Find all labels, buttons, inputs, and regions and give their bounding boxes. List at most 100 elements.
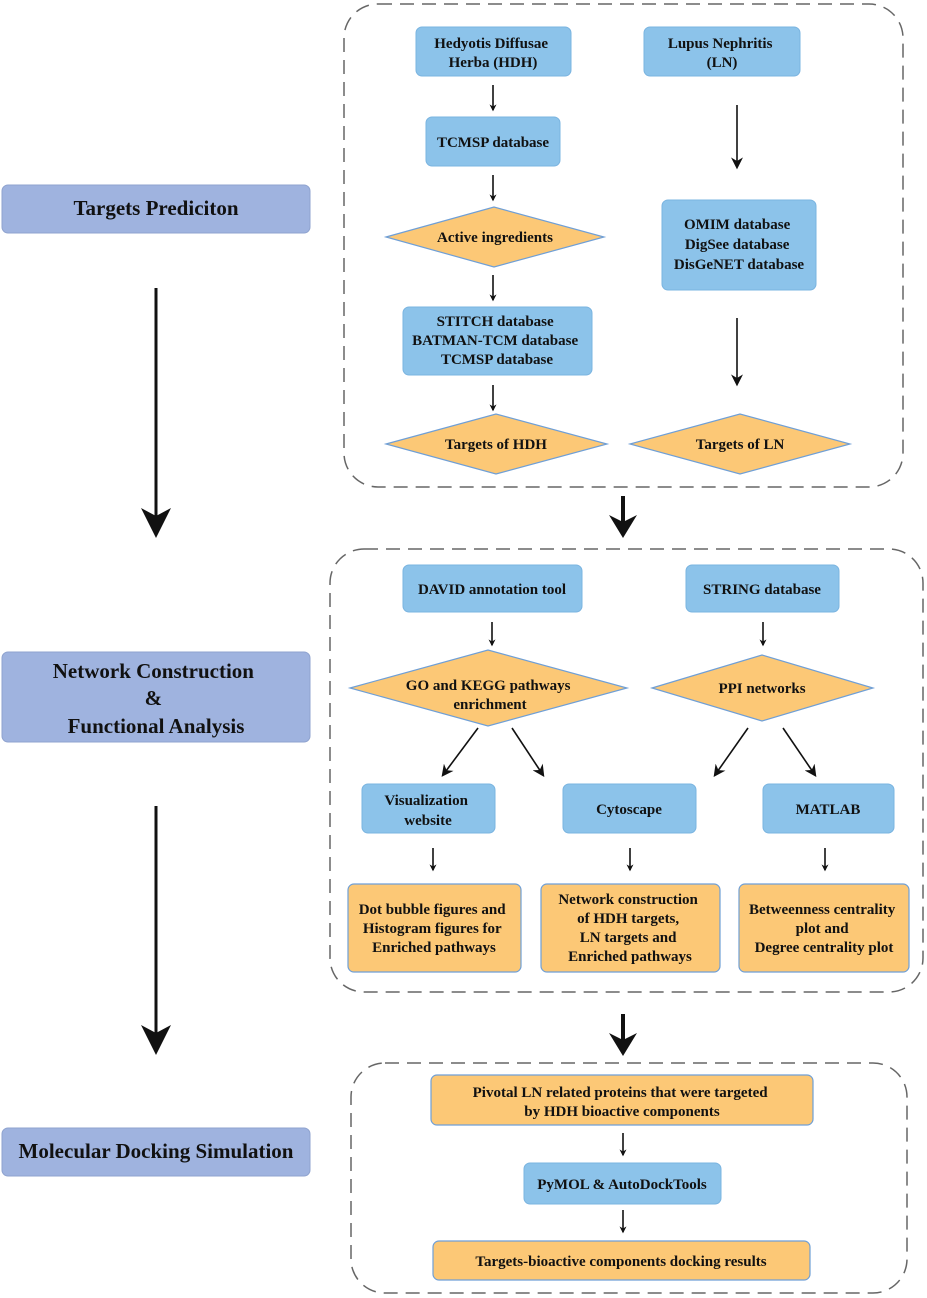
node-text: DisGeNET database	[674, 257, 805, 273]
svg-text:DAVID annotation tool: DAVID annotation tool	[418, 582, 566, 598]
node-box	[347, 883, 522, 973]
stage-box	[1, 651, 311, 743]
node-text: PPI networks	[718, 681, 805, 697]
arrow-go-to-viz	[441, 727, 479, 777]
node-text: BATMAN-TCM database	[412, 333, 578, 349]
node-pivotal: Pivotal LN related proteins that were ta…	[430, 1074, 814, 1126]
node-text: Betweenness centrality	[749, 902, 896, 918]
node-box	[540, 883, 721, 973]
node-text: LN targets and	[580, 930, 677, 946]
node-text: STRING database	[703, 582, 821, 598]
node-text: MATLAB	[796, 802, 861, 818]
node-text: Herba (HDH)	[449, 55, 538, 71]
node-box	[562, 783, 697, 834]
node-text: PyMOL & AutoDockTools	[537, 1177, 707, 1193]
svg-text:Dot bubble figures and H: Dot bubble figures and Histogram figures…	[359, 902, 510, 956]
node-text: Targets-bioactive components docking res…	[475, 1254, 766, 1270]
stage-arrowhead	[141, 1025, 171, 1055]
stage-network-construction: Network Construction & Functional Analys…	[1, 651, 311, 743]
node-diamond	[383, 413, 610, 475]
stage-label: Targets Prediciton	[73, 196, 238, 220]
node-box	[738, 883, 910, 973]
node-text: Active ingredients	[437, 230, 553, 246]
svg-text:OMIM database DigSee dat: OMIM database DigSee database DisGeNET d…	[674, 217, 805, 273]
section-arrowhead	[609, 1033, 637, 1056]
node-string: STRING database	[685, 564, 840, 613]
node-text: STITCH database	[437, 314, 554, 330]
node-visualization: Visualization website	[361, 783, 496, 834]
node-text: Enriched pathways	[372, 940, 496, 956]
node-ppi: PPI networks	[649, 654, 876, 722]
node-text: website	[404, 813, 452, 829]
svg-text:Targets Prediciton: Targets Prediciton	[73, 196, 238, 220]
node-box	[361, 783, 496, 834]
stage-arrowhead	[141, 508, 171, 538]
svg-text:STRING database: STRING database	[703, 582, 821, 598]
node-text: of HDH targets,	[577, 911, 679, 927]
node-box	[425, 116, 561, 167]
node-box	[643, 26, 801, 77]
node-targets-ln: Targets of LN	[627, 413, 853, 475]
stage-label: Network Construction	[53, 659, 255, 683]
node-text: DAVID annotation tool	[418, 582, 566, 598]
arrow-ppi-to-matlab	[782, 727, 817, 777]
node-text: Histogram figures for	[363, 921, 502, 937]
svg-text:TCMSP database: TCMSP database	[437, 135, 549, 151]
node-text: Targets of HDH	[445, 437, 547, 453]
node-text: TCMSP database	[437, 135, 549, 151]
node-box	[430, 1074, 814, 1126]
svg-text:PyMOL & AutoDockTools: PyMOL & AutoDockTools	[537, 1177, 707, 1193]
node-box	[523, 1162, 722, 1205]
node-matlab: MATLAB	[762, 783, 895, 834]
node-tcmsp: TCMSP database	[425, 116, 561, 167]
svg-text:Hedyotis Diffusae Herba: Hedyotis Diffusae Herba (HDH)	[434, 36, 552, 71]
node-text: (LN)	[707, 55, 738, 71]
node-go-kegg: GO and KEGG pathways enrichment	[347, 649, 630, 727]
node-docking-results: Targets-bioactive components docking res…	[432, 1240, 811, 1281]
node-omim: OMIM database DigSee database DisGeNET d…	[661, 199, 817, 291]
stage-box	[1, 1127, 311, 1177]
node-box	[661, 199, 817, 291]
node-diamond	[627, 413, 853, 475]
node-text: enrichment	[453, 697, 526, 713]
node-stitch: STITCH database BATMAN-TCM database TCMS…	[402, 306, 593, 376]
node-cytoscape: Cytoscape	[562, 783, 697, 834]
arrow-ppi-to-cytoscape	[713, 727, 749, 777]
section-network-container	[329, 548, 924, 993]
node-text: plot and	[796, 921, 850, 937]
svg-text:Lupus Nephritis (LN): Lupus Nephritis (LN)	[668, 36, 776, 71]
node-dot-bubble: Dot bubble figures and Histogram figures…	[347, 883, 522, 973]
svg-text:STITCH database BATMAN-T: STITCH database BATMAN-TCM database TCMS…	[412, 314, 582, 368]
node-diamond	[383, 206, 607, 268]
node-ln: Lupus Nephritis (LN)	[643, 26, 801, 77]
node-betweenness: Betweenness centrality plot and Degree c…	[738, 883, 910, 973]
svg-text:Targets of HDH: Targets of HDH	[445, 437, 547, 453]
node-diamond	[649, 654, 876, 722]
node-text: Dot bubble figures and	[359, 902, 507, 918]
svg-text:PPI networks: PPI networks	[718, 681, 805, 697]
arrow-go-to-cytoscape	[511, 727, 545, 778]
node-text: Enriched pathways	[568, 949, 692, 965]
svg-text:Network Construction &: Network Construction & Functional Analys…	[53, 659, 259, 738]
stage-box	[1, 184, 311, 234]
node-text: Pivotal LN related proteins that were ta…	[473, 1085, 769, 1101]
node-text: Lupus Nephritis	[668, 36, 773, 52]
svg-text:Betweenness centrality p: Betweenness centrality plot and Degree c…	[749, 902, 899, 956]
connector-arrows	[429, 85, 829, 1234]
node-box	[685, 564, 840, 613]
node-text: Cytoscape	[596, 802, 662, 818]
svg-text:Visualization website: Visualization website	[384, 793, 471, 829]
stage-label: Molecular Docking Simulation	[19, 1139, 294, 1163]
node-targets-hdh: Targets of HDH	[383, 413, 610, 475]
svg-text:MATLAB: MATLAB	[796, 802, 861, 818]
svg-text:Active ingredients: Active ingredients	[437, 230, 553, 246]
svg-text:Targets-bioactive components d: Targets-bioactive components docking res…	[475, 1254, 766, 1270]
svg-text:Network construction of: Network construction of HDH targets, LN …	[558, 892, 701, 965]
node-text: Targets of LN	[696, 437, 785, 453]
node-david: DAVID annotation tool	[402, 564, 583, 613]
node-active-ingredients: Active ingredients	[383, 206, 607, 268]
node-text: by HDH bioactive components	[524, 1104, 720, 1120]
node-pymol: PyMOL & AutoDockTools	[523, 1162, 722, 1205]
node-hdh: Hedyotis Diffusae Herba (HDH)	[415, 26, 572, 77]
